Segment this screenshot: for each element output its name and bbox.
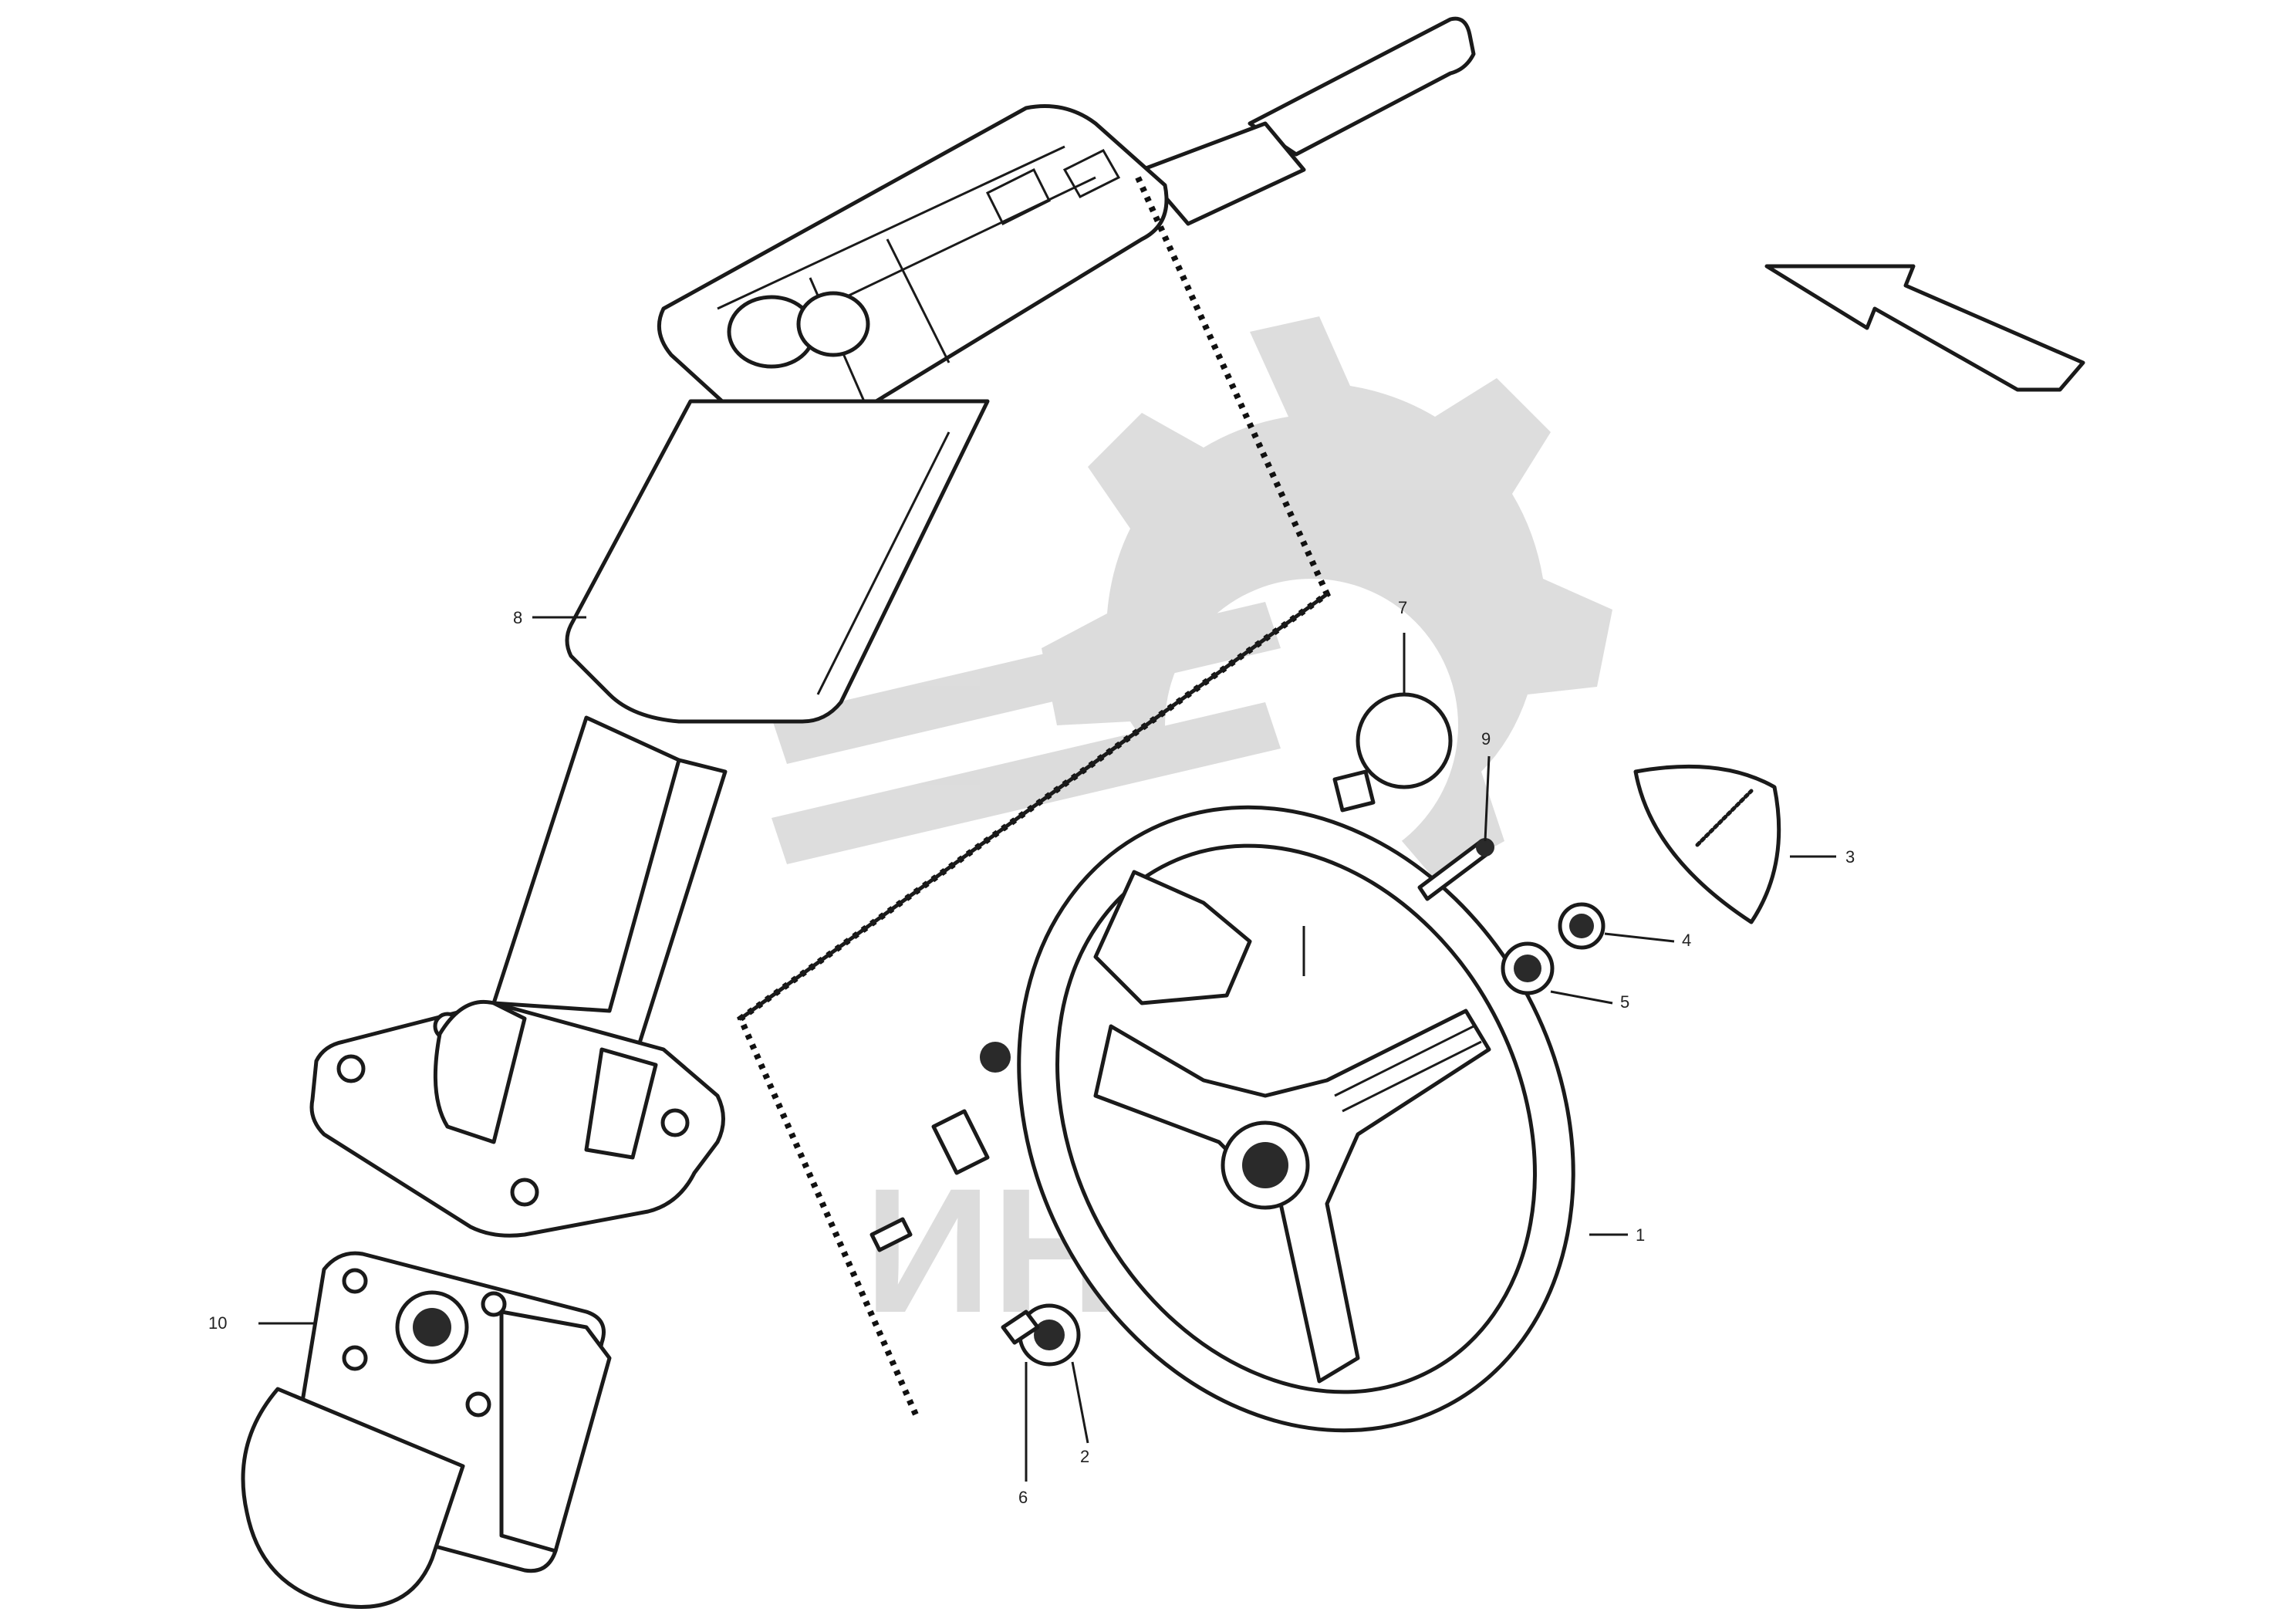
callout-column: 8 bbox=[513, 608, 522, 627]
bolt bbox=[1417, 755, 1494, 901]
watermark-logo: ИНТЕХ bbox=[772, 316, 1612, 1350]
horn-cap bbox=[1332, 633, 1453, 813]
callout-bushing: 2 bbox=[1080, 1447, 1089, 1466]
control-lever-handle bbox=[657, 16, 1476, 446]
spacer bbox=[869, 926, 1305, 1252]
center-cover bbox=[1633, 764, 1836, 924]
callout-cap: 7 bbox=[1398, 598, 1407, 617]
washer bbox=[1501, 941, 1613, 1005]
cabin-panel-outline bbox=[737, 176, 1331, 1421]
callout-screw: 6 bbox=[1018, 1488, 1028, 1507]
nut bbox=[1558, 902, 1675, 950]
callout-nut: 4 bbox=[1682, 931, 1691, 950]
hub-bushing bbox=[1001, 1303, 1089, 1482]
callout-valve: 10 bbox=[208, 1313, 227, 1333]
callout-washer: 5 bbox=[1620, 992, 1629, 1012]
steering-column-housing bbox=[491, 399, 990, 1067]
steering-wheel bbox=[1017, 805, 1575, 1433]
callout-cover: 3 bbox=[1845, 847, 1855, 867]
mounting-flange bbox=[309, 999, 725, 1238]
steering-valve bbox=[241, 1251, 612, 1609]
callout-wheel: 1 bbox=[1636, 1225, 1645, 1245]
callout-bolt: 9 bbox=[1481, 729, 1491, 748]
direction-arrow-icon bbox=[1764, 264, 2085, 392]
